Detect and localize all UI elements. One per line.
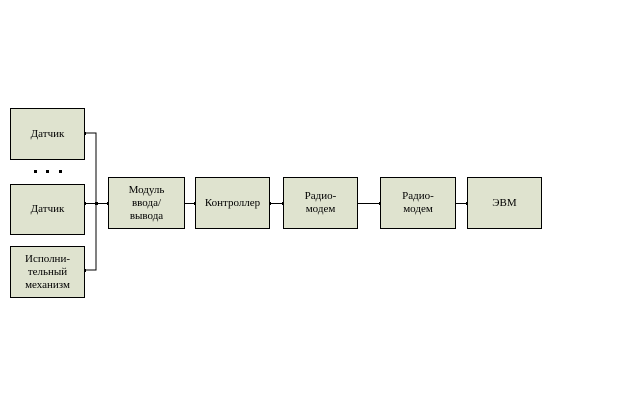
computer-box: ЭВМ — [467, 177, 542, 229]
sensor-1-box: Датчик — [10, 108, 85, 160]
radio-modem-1-box: Радио- модем — [283, 177, 358, 229]
radio-modem-2-box: Радио- модем — [380, 177, 456, 229]
sensor-2-box: Датчик — [10, 184, 85, 235]
actuator-box: Исполни- тельный механизм — [10, 246, 85, 298]
ellipsis-dot — [46, 170, 49, 173]
io-module-box: Модуль ввода/ вывода — [108, 177, 185, 229]
bus-line — [84, 132, 97, 271]
ellipsis-dot — [34, 170, 37, 173]
controller-box: Контроллер — [195, 177, 270, 229]
ellipsis-dot — [59, 170, 62, 173]
